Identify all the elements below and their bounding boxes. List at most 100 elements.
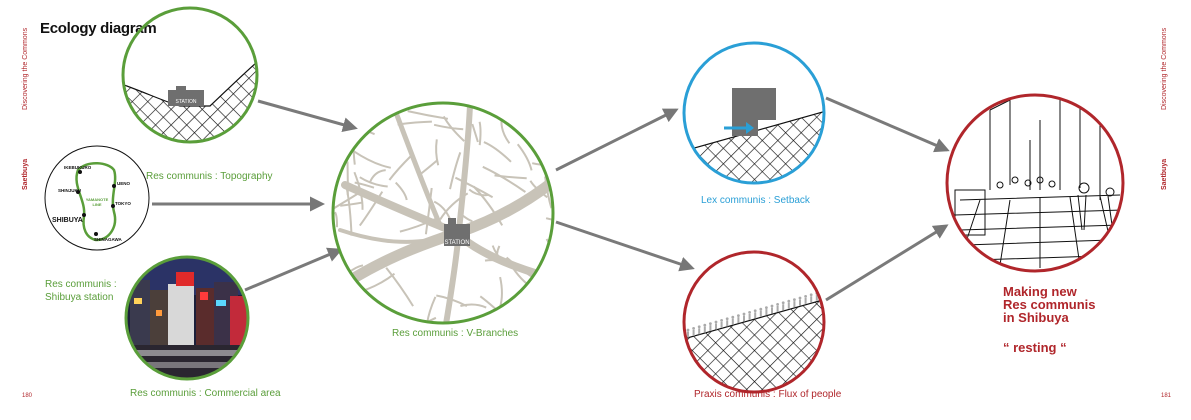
person-body xyxy=(703,326,706,333)
yamanote-loop xyxy=(75,162,117,242)
person-body xyxy=(776,305,779,312)
minor-road xyxy=(352,119,375,136)
arrow-flux-to-result xyxy=(825,224,949,302)
minor-road xyxy=(334,211,339,228)
station-block-icon xyxy=(168,90,204,106)
minor-road xyxy=(351,308,387,323)
person-body xyxy=(771,307,773,314)
branches-station-label: STATION xyxy=(444,240,469,246)
minor-road xyxy=(454,176,494,199)
minor-road xyxy=(435,139,440,166)
minor-road xyxy=(544,176,553,209)
person-head xyxy=(765,306,768,309)
person-body xyxy=(754,312,757,319)
person-body xyxy=(731,318,734,325)
minor-road xyxy=(353,150,392,169)
minor-road xyxy=(433,200,451,220)
person-body xyxy=(759,310,762,317)
person-head xyxy=(692,327,695,330)
minor-road xyxy=(471,123,479,143)
arrow-commercial-to-branches xyxy=(244,247,343,292)
result-line-2: Res communis xyxy=(1003,297,1096,312)
minor-road xyxy=(424,187,433,235)
minor-road xyxy=(358,191,384,227)
minor-road xyxy=(468,188,489,197)
person-body xyxy=(737,317,740,324)
person-body xyxy=(743,315,745,322)
left-page-number: 180 xyxy=(22,393,33,399)
person-body xyxy=(726,320,729,327)
map-station-shinagawa: SHINAGAWA xyxy=(94,237,123,242)
person-body xyxy=(810,296,813,303)
arrow-branches-to-flux xyxy=(555,220,695,272)
person-body xyxy=(720,321,723,328)
map-station-shinjuku: SHINJUKU xyxy=(58,188,81,193)
minor-road xyxy=(407,110,449,120)
right-page-number: 181 xyxy=(1161,393,1172,399)
node-flux-of-people xyxy=(682,250,826,394)
caption-flux: Praxis communis : Flux of people xyxy=(694,389,842,400)
minor-road xyxy=(532,127,541,151)
person-head xyxy=(753,309,757,313)
arrow-topography-to-branches xyxy=(257,99,358,133)
person-head xyxy=(742,312,746,316)
person-body xyxy=(793,301,796,308)
minor-road xyxy=(545,217,553,223)
person-head xyxy=(709,322,712,325)
minor-road xyxy=(388,155,412,181)
person-body xyxy=(698,328,701,335)
person-body xyxy=(692,329,695,336)
setback-building-block xyxy=(732,88,776,120)
node-shibuya-map: IKEBUKURO SHINJUKU UENO TOKYO SHIBUYA SH… xyxy=(44,145,150,251)
branches-station-block xyxy=(444,224,470,246)
person-head xyxy=(697,325,701,329)
map-station-ueno: UENO xyxy=(117,181,131,186)
person-head xyxy=(686,328,690,332)
map-station-shibuya: SHIBUYA xyxy=(52,217,83,224)
person-head xyxy=(714,320,718,324)
result-line-3: in Shibuya xyxy=(1003,310,1069,325)
person-body xyxy=(815,294,818,301)
person-head xyxy=(793,298,796,301)
node-v-branches: STATION xyxy=(331,101,555,325)
caption-map-line2: Shibuya station xyxy=(45,292,114,303)
person-body xyxy=(715,323,717,330)
minor-road xyxy=(385,267,414,307)
person-head xyxy=(770,304,774,308)
flow-arrows xyxy=(152,96,950,302)
topography-station-label: STATION xyxy=(176,99,197,105)
person-body xyxy=(782,304,785,311)
minor-road xyxy=(346,109,355,154)
person-head xyxy=(776,303,779,306)
caption-commercial: Res communis : Commercial area xyxy=(130,388,281,399)
node-topography: STATION xyxy=(121,6,259,144)
minor-road xyxy=(433,123,464,131)
minor-road xyxy=(478,121,482,146)
page-title: Ecology diagram xyxy=(40,20,157,37)
person-head xyxy=(798,296,802,300)
minor-road xyxy=(460,303,487,309)
minor-road xyxy=(343,298,354,323)
node-result-sketch xyxy=(945,93,1125,273)
minor-road xyxy=(344,302,363,323)
minor-road xyxy=(394,181,408,201)
minor-road xyxy=(472,185,504,226)
minor-road xyxy=(425,296,437,323)
person-head xyxy=(748,311,751,314)
person-head xyxy=(787,299,791,303)
person-head xyxy=(737,314,740,317)
caption-v-branches: Res communis : V-Branches xyxy=(392,328,519,339)
people-figures xyxy=(686,291,819,338)
minor-road xyxy=(337,277,349,317)
minor-road xyxy=(529,313,549,323)
map-station-ikebukuro: IKEBUKURO xyxy=(64,165,92,170)
minor-road xyxy=(545,238,553,263)
minor-road xyxy=(494,174,527,180)
minor-road xyxy=(449,152,462,190)
map-line-label-2: LINE xyxy=(92,202,101,207)
arrow-branches-to-setback xyxy=(555,108,679,172)
person-head xyxy=(731,315,735,319)
minor-road xyxy=(407,316,437,323)
